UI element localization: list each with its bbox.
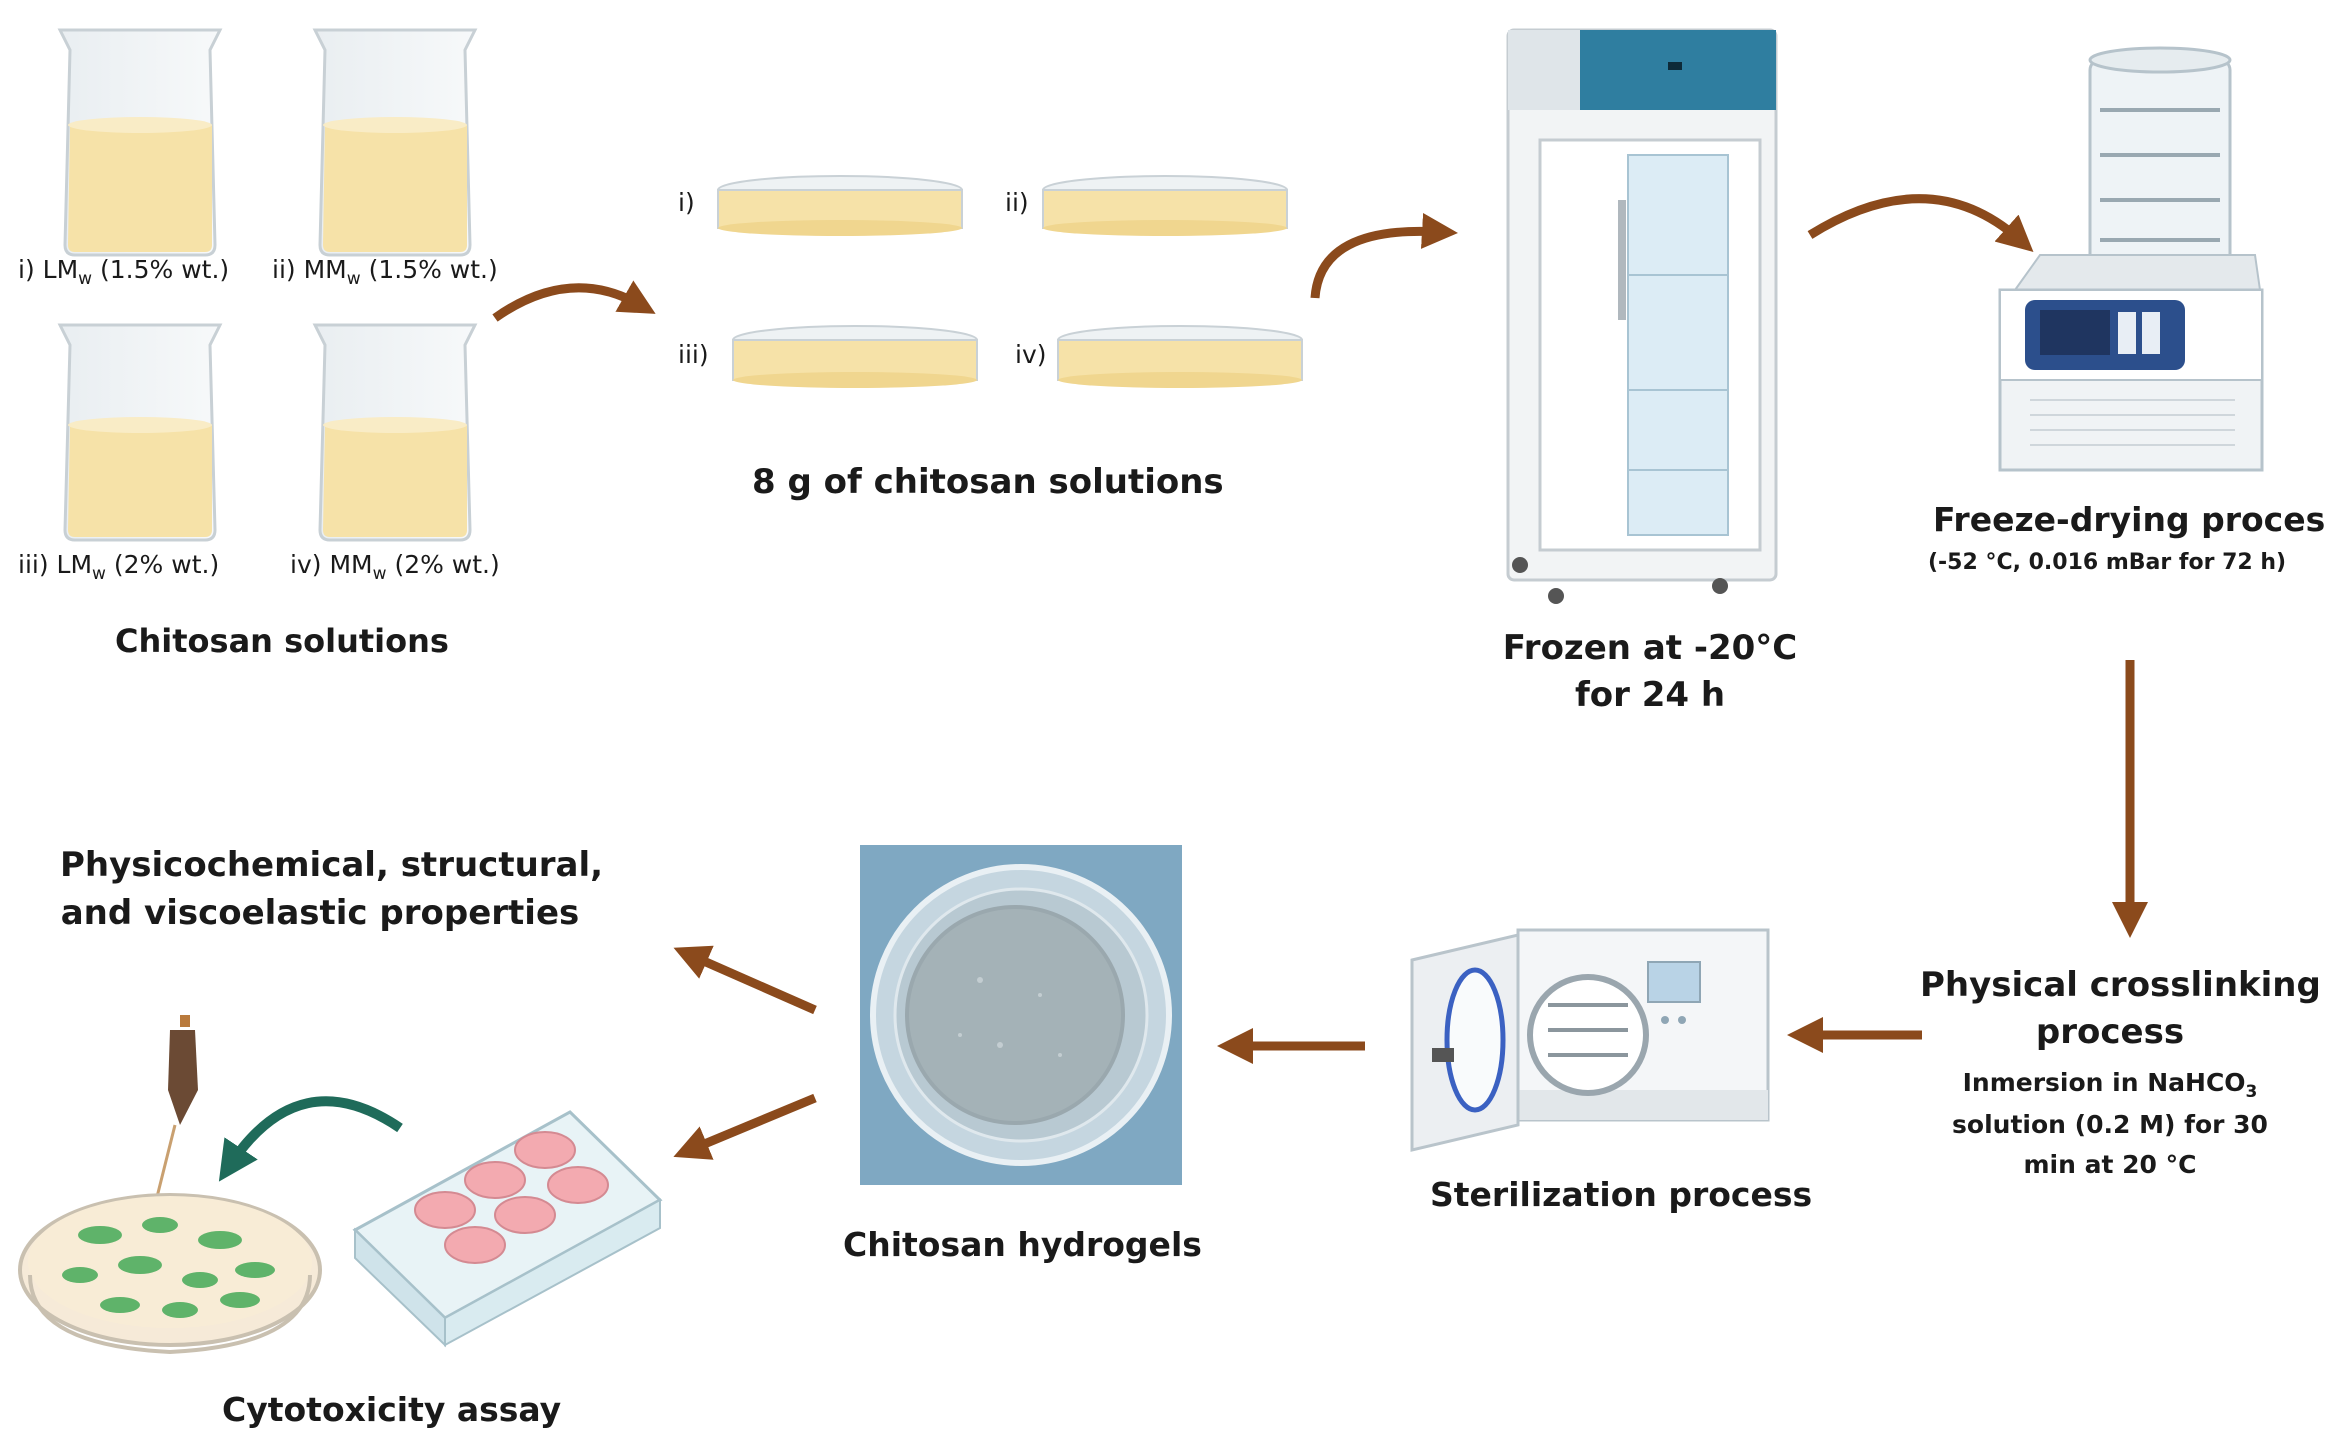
crosslinking-title-line2: process [2035,1012,2185,1052]
dish-label-iv: iv) [1015,340,1047,369]
freeze-drying-title: Freeze-drying process [1933,500,2325,539]
beaker-ii [312,28,478,257]
dish-i [717,175,963,236]
chitosan-solutions-caption: Chitosan solutions [115,622,449,660]
crosslinking-detail-line1: Inmersion in NaHCO3 [1962,1068,2258,1102]
arrow-to-dishes [492,280,656,322]
crosslinking-detail-line3: min at 20 °C [2023,1150,2197,1179]
freezer-caption-line1: Frozen at -20°C [1502,628,1798,668]
hydrogel-photo [860,845,1182,1185]
arrow-to-properties [673,945,817,1015]
beaker-label-iv: iv) MMw (2% wt.) [290,550,500,584]
beaker-i [57,28,223,257]
pipette-icon [153,1015,198,1206]
dishes-caption: 8 g of chitosan solutions [752,462,1224,502]
freeze-drying-detail: (-52 °C, 0.016 mBar for 72 h) [1928,550,2287,575]
properties-line2: and viscoelastic properties [60,893,580,933]
beaker-iii [57,323,223,542]
hydrogels-caption: Chitosan hydrogels [843,1225,1202,1264]
crosslinking-title-line1: Physical crosslinking [1920,965,2321,1005]
dish-iv [1057,325,1303,388]
dish-ii [1042,175,1288,236]
beaker-label-iii: iii) LMw (2% wt.) [18,550,220,584]
arrow-plate-to-dish [218,1096,403,1182]
arrow-to-plate [673,1093,817,1160]
properties-line1: Physicochemical, structural, [60,845,604,885]
beaker-iv [312,323,478,542]
well-plate [352,1110,663,1348]
arrow-to-freezer [1310,212,1458,299]
crosslinking-detail-line2: solution (0.2 M) for 30 [1952,1110,2268,1139]
dish-iii [732,325,978,388]
freezer-caption-line2: for 24 h [1574,675,1726,715]
dish-label-i: i) [678,188,695,217]
freeze-dryer [1998,46,2264,472]
dish-label-ii: ii) [1005,188,1029,217]
cytotoxicity-caption: Cytotoxicity assay [222,1390,562,1429]
arrow-to-freeze-dryer [1807,194,2034,252]
beaker-label-ii: ii) MMw (1.5% wt.) [272,255,498,289]
sterilization-caption: Sterilization process [1430,1175,1813,1214]
freezer [1506,28,1778,604]
culture-dish [18,1193,322,1355]
dish-label-iii: iii) [678,340,709,369]
beaker-label-i: i) LMw (1.5% wt.) [18,255,230,289]
autoclave [1410,928,1770,1152]
